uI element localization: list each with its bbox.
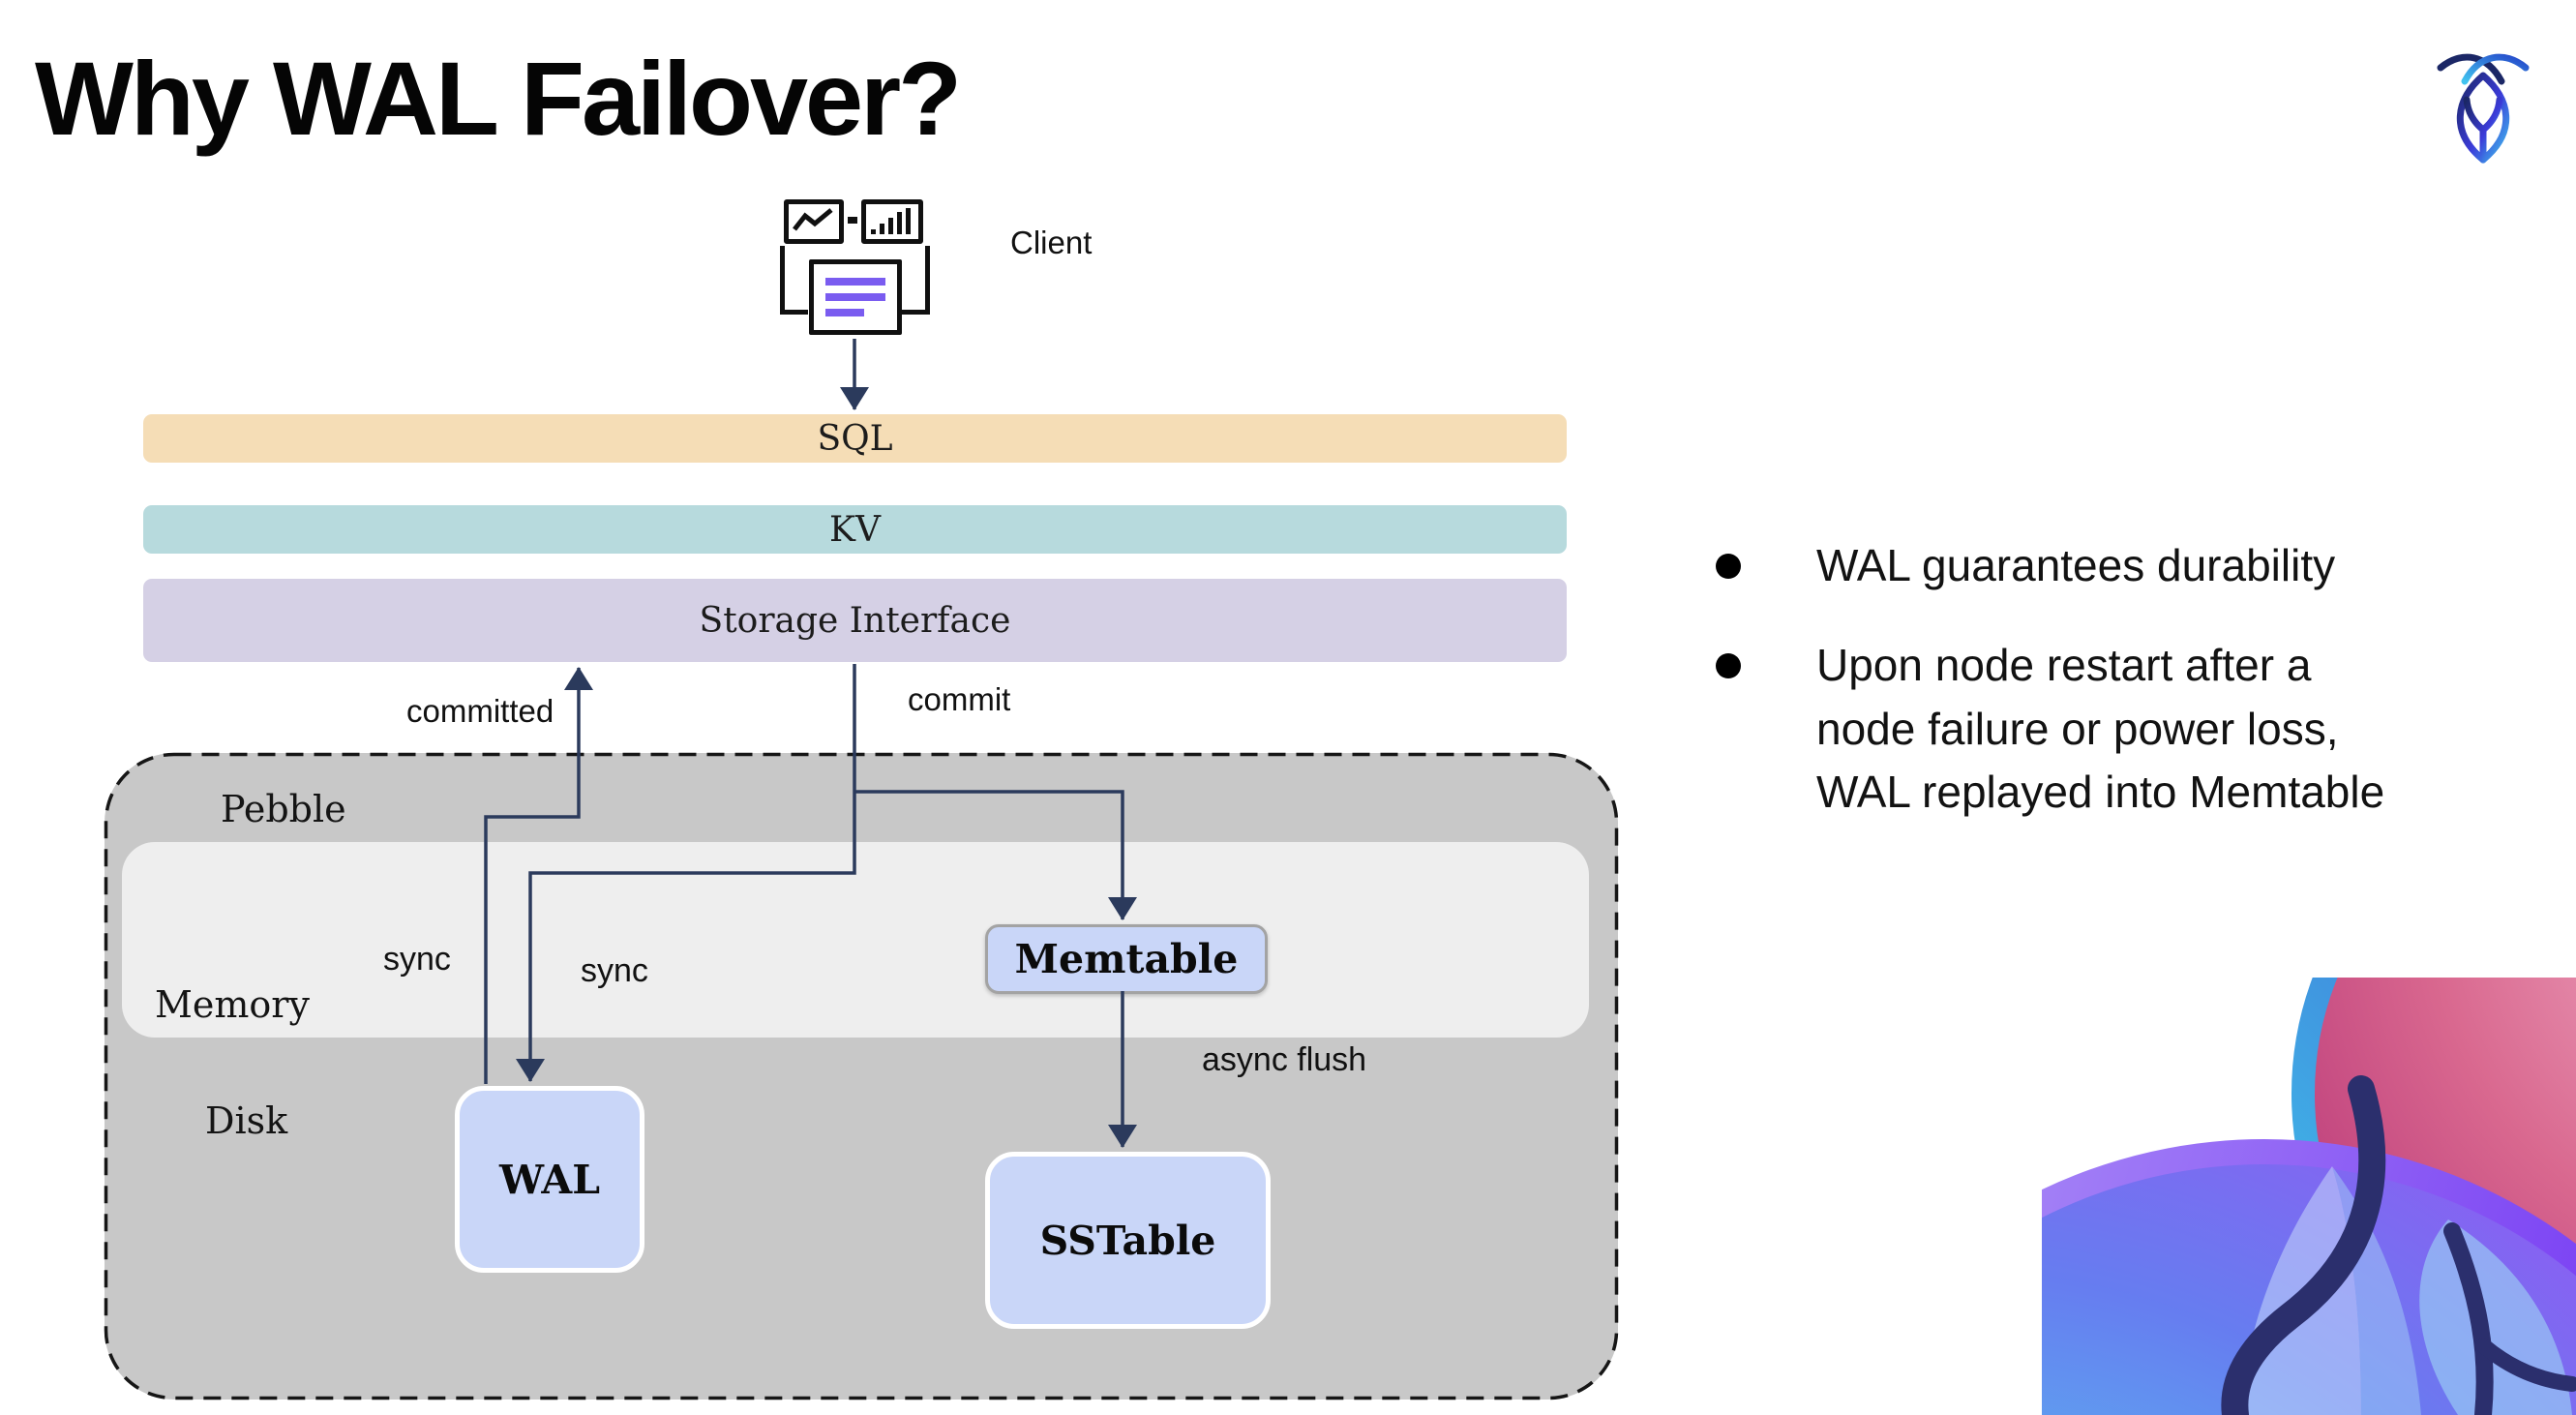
dash-connector <box>848 217 857 224</box>
edge-label-sync-left: sync <box>383 941 451 978</box>
monitor-bracket-left <box>780 246 808 315</box>
client-label: Client <box>1010 225 1093 260</box>
sstable-node: SSTable <box>985 1152 1271 1329</box>
pebble-label: Pebble <box>221 788 346 830</box>
layer-storage-interface: Storage Interface <box>143 579 1567 662</box>
document-icon <box>809 259 902 335</box>
memtable-node: Memtable <box>985 924 1268 994</box>
layer-kv: KV <box>143 505 1567 554</box>
wal-node: WAL <box>455 1086 644 1273</box>
edge-label-commit: commit <box>908 681 1011 717</box>
edge-label-committed: committed <box>406 693 554 729</box>
bullet-item: WAL guarantees durability <box>1714 534 2565 597</box>
bar-chart-icon <box>861 199 923 244</box>
disk-label: Disk <box>205 1099 288 1142</box>
page-title: Why WAL Failover? <box>35 40 962 157</box>
line-chart-icon <box>784 199 844 244</box>
cockroachdb-logo-icon <box>2437 46 2530 165</box>
layer-sql: SQL <box>143 414 1567 463</box>
bullet-item: Upon node restart after a node failure o… <box>1714 634 2565 824</box>
edge-label-async-flush: async flush <box>1202 1041 1367 1078</box>
bullet-list: WAL guarantees durability Upon node rest… <box>1714 534 2565 860</box>
memory-label: Memory <box>155 983 310 1026</box>
brand-artwork <box>1808 766 2576 1415</box>
monitor-bracket-right <box>902 246 930 315</box>
edge-label-sync-right: sync <box>581 952 648 989</box>
